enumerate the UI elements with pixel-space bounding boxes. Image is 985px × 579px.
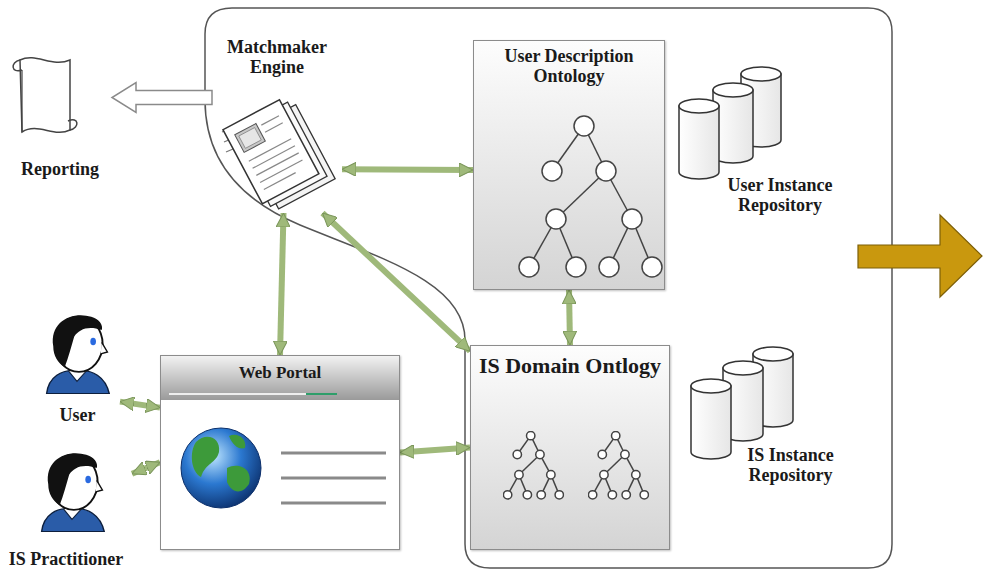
node-title: Reporting bbox=[12, 160, 108, 180]
node-title: User Description Ontology bbox=[480, 47, 658, 87]
node-title: IS Domain Ontlogy bbox=[476, 354, 664, 378]
icon bbox=[42, 453, 105, 531]
output-arrow bbox=[858, 215, 982, 297]
node-title: Matchmaker Engine bbox=[216, 38, 338, 78]
connector bbox=[132, 462, 160, 473]
actor: IS Practitioner bbox=[0, 446, 132, 572]
repository-cylinder bbox=[691, 379, 731, 459]
node-title: Web Portal bbox=[167, 364, 393, 383]
icon bbox=[161, 356, 399, 508]
connector bbox=[400, 448, 470, 453]
icon bbox=[519, 116, 662, 277]
connector bbox=[323, 213, 471, 351]
icon bbox=[222, 94, 335, 214]
report-node: Reporting bbox=[8, 52, 112, 182]
engine-node: Matchmaker Engine bbox=[212, 38, 342, 213]
icon bbox=[588, 431, 648, 499]
output-block-arrow bbox=[112, 83, 212, 113]
repository-cylinder bbox=[679, 99, 719, 179]
node-title: IS Practitioner bbox=[2, 550, 130, 570]
connector bbox=[342, 166, 473, 173]
ontology-box: IS Domain Ontlogy bbox=[470, 345, 670, 550]
ontology-box: User Description Ontology bbox=[473, 40, 665, 290]
icon bbox=[503, 431, 563, 499]
repository-label: User Instance Repository bbox=[705, 176, 855, 216]
node-title: User bbox=[37, 406, 118, 426]
node-illustration bbox=[161, 356, 399, 549]
icon bbox=[13, 58, 77, 133]
icon bbox=[47, 315, 110, 393]
connector bbox=[280, 213, 284, 355]
actor: User bbox=[35, 308, 120, 428]
connector bbox=[569, 290, 570, 345]
connector bbox=[120, 402, 160, 408]
repository-label: IS Instance Repository bbox=[733, 446, 848, 486]
web-portal-window: Web Portal bbox=[160, 355, 400, 550]
